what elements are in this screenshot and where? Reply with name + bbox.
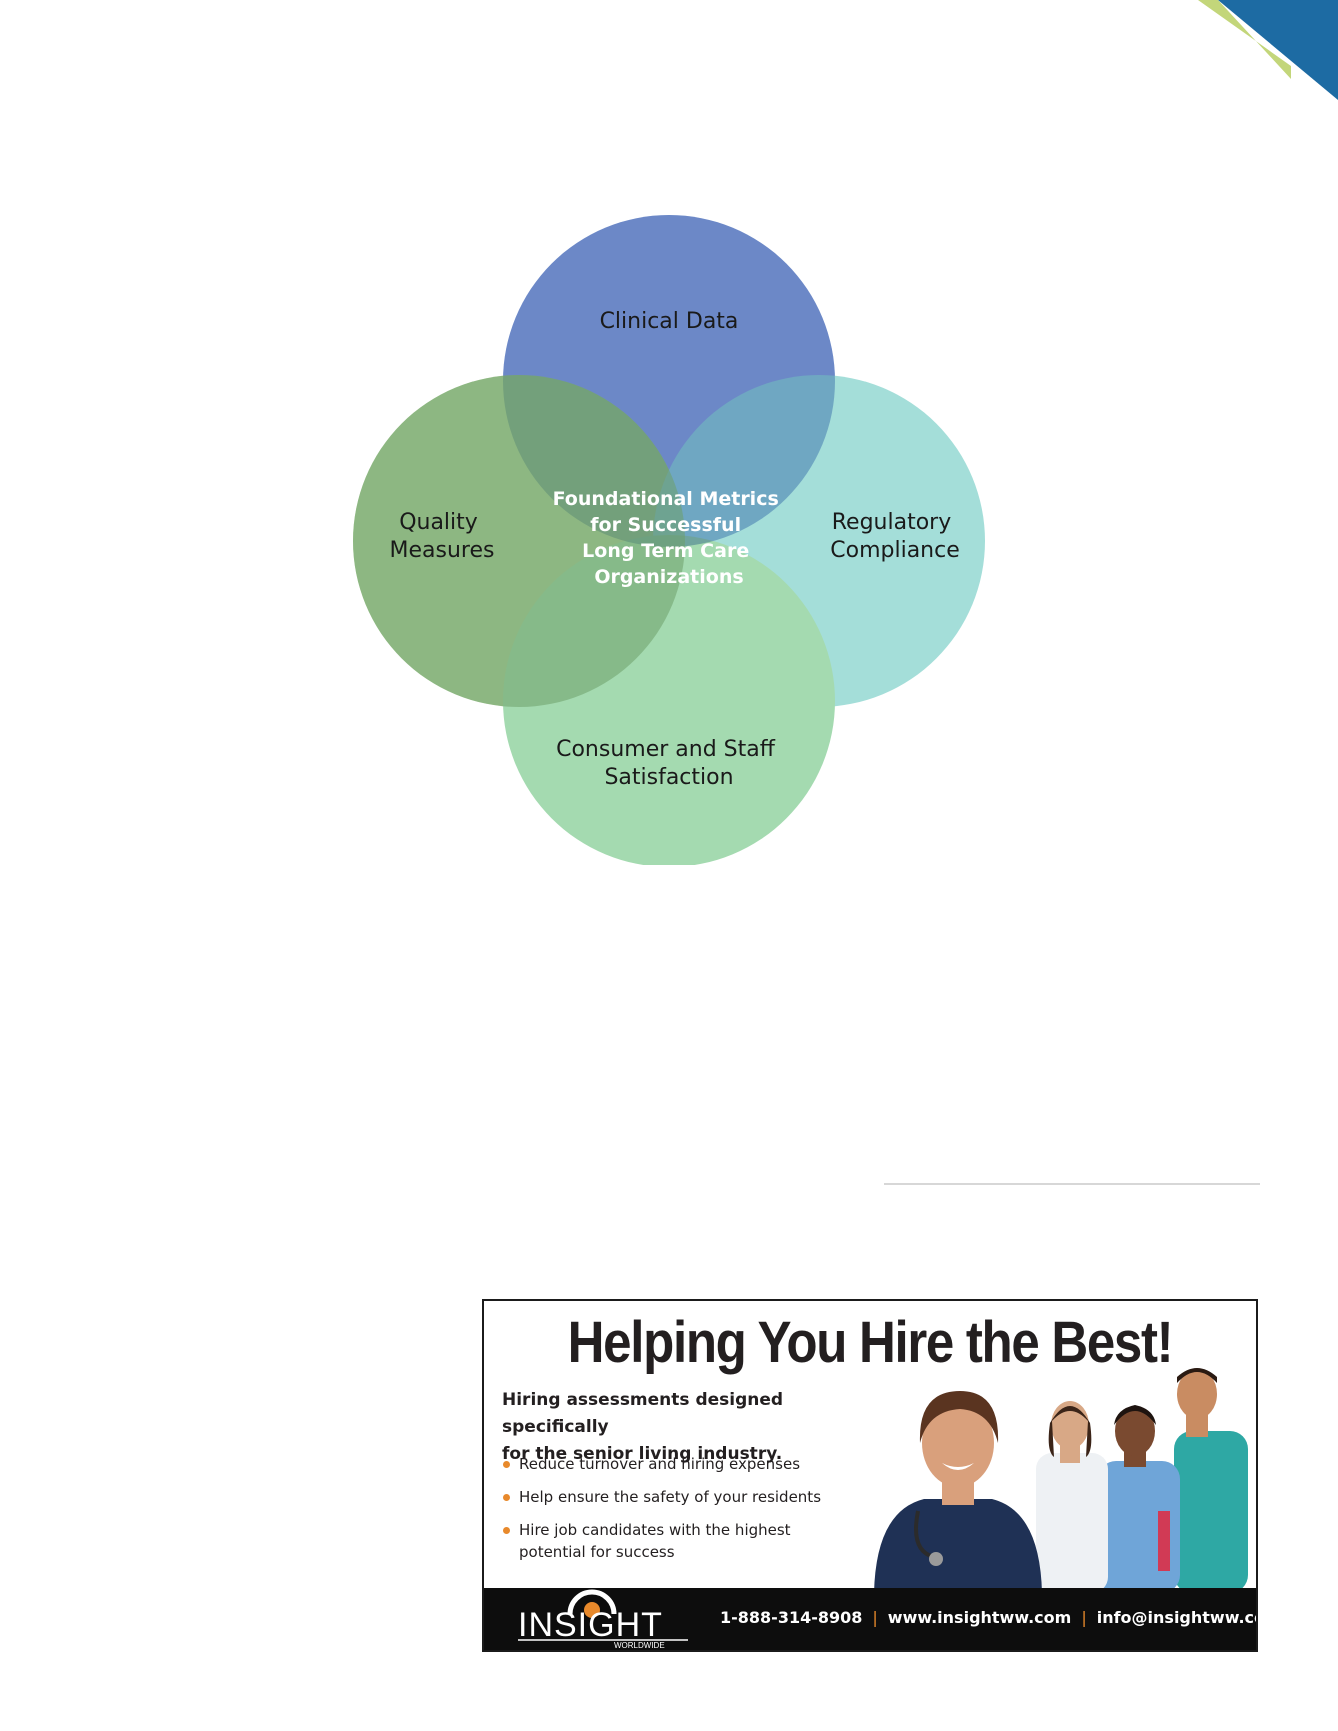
bottom-label-line2: Satisfaction [604, 765, 733, 790]
logo-wordmark: INSIGHT [518, 1606, 663, 1644]
ad-bullet-item: Reduce turnover and hiring expenses [502, 1453, 862, 1475]
svg-text:Quality Measures: Quality Measures [390, 510, 495, 563]
person-navy-scrubs [874, 1391, 1042, 1593]
orange-bullet-icon [503, 1494, 510, 1501]
ad-contact-line: 1-888-314-8908 | www.insightww.com | info@in… [720, 1608, 1256, 1627]
center-label-line1: Foundational Metrics [553, 488, 779, 510]
logo-subtext: WORLDWIDE [614, 1641, 665, 1650]
left-label-line2: Measures [390, 538, 495, 563]
person-teal-scrubs [1174, 1368, 1248, 1593]
website-link[interactable]: www.insightww.com [887, 1608, 1072, 1627]
top-label-line1: Clinical Data [600, 309, 739, 334]
person-blue-scrubs [1098, 1405, 1180, 1593]
right-label-line1: Regulatory [832, 510, 952, 535]
center-label-line4: Organizations [594, 566, 743, 588]
ad-headline: Helping You Hire the Best! [567, 1310, 1174, 1375]
ad-bullet-text: Reduce turnover and hiring expenses [519, 1455, 801, 1473]
horizontal-divider [884, 1183, 1260, 1185]
orange-bullet-icon [503, 1527, 510, 1534]
corner-accent [1198, 0, 1338, 100]
ad-bullet-item: Help ensure the safety of your residents [502, 1486, 862, 1508]
ad-footer: INSIGHT WORLDWIDE 1-888-314-8908 | www.ins… [484, 1588, 1256, 1650]
center-label-line3: Long Term Care [582, 540, 749, 562]
left-label-line1: Quality [399, 510, 478, 535]
ad-bullet-text: Hire job candidates with the highest pot… [519, 1521, 791, 1561]
separator: | [1081, 1608, 1087, 1627]
person-white-coat [1036, 1401, 1108, 1593]
ad-bullet-item: Hire job candidates with the highest pot… [502, 1519, 862, 1563]
phone-number[interactable]: 1-888-314-8908 [720, 1608, 863, 1627]
right-label-line2: Compliance [830, 538, 960, 563]
healthcare-workers-photo [874, 1368, 1248, 1593]
venn-diagram: Clinical Data Quality Measures Regulator… [353, 215, 985, 865]
ad-bullet-list: Reduce turnover and hiring expenses Help… [502, 1453, 862, 1574]
center-label-line2: for Successful [590, 514, 741, 536]
insight-worldwide-logo: INSIGHT WORLDWIDE [518, 1589, 688, 1650]
svg-text:Clinical Data: Clinical Data [600, 309, 739, 334]
orange-bullet-icon [503, 1461, 510, 1468]
svg-text:Regulatory Compliance: Regulatory Compliance [830, 510, 960, 563]
separator: | [872, 1608, 878, 1627]
svg-text:Consumer and Staff Satisfa: Consumer and Staff Satisfaction [556, 737, 782, 790]
insight-advertisement[interactable]: Helping You Hire the Best! Hiring assess… [482, 1299, 1258, 1652]
ad-subheading: Hiring assessments designed specifically… [502, 1387, 882, 1468]
ad-subheading-line1: Hiring assessments designed specifically [502, 1390, 784, 1437]
email-link[interactable]: info@insightww.com [1096, 1608, 1256, 1627]
ad-bullet-text: Help ensure the safety of your residents [519, 1488, 822, 1506]
ad-subheading-line2: for the senior living industry. [502, 1444, 783, 1464]
corner-blue-triangle [1218, 0, 1338, 100]
svg-text:Foundational Metrics for S: Foundational Metrics for Successful Long… [553, 488, 786, 588]
bottom-label-line1: Consumer and Staff [556, 737, 776, 762]
